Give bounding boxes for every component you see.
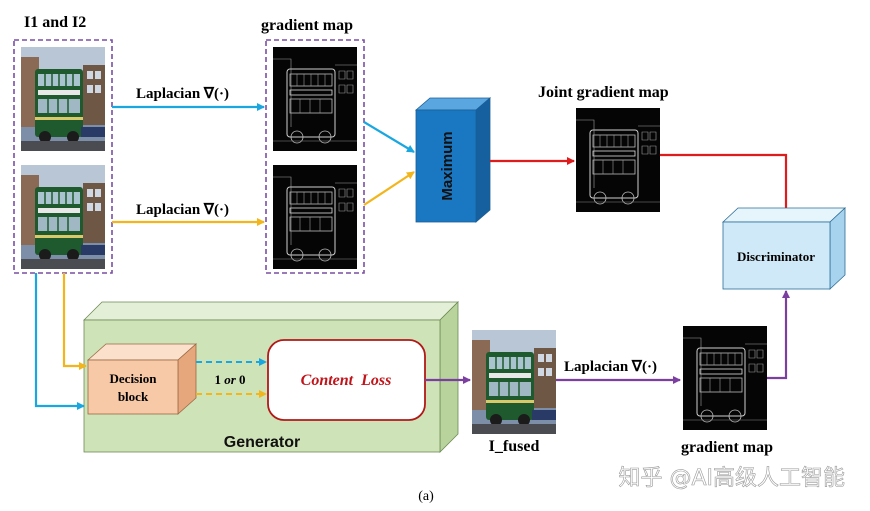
- decision-value-text: 1 or 0: [214, 372, 245, 387]
- laplacian-label-1: Laplacian ∇(·): [136, 86, 229, 102]
- decision-value-1: 1: [214, 372, 224, 387]
- gradient-to-maximum-arrow-1: [363, 121, 415, 153]
- joint-to-discriminator-arrow: [660, 153, 790, 216]
- laplacian-label-2: Laplacian ∇(·): [136, 202, 229, 218]
- inputs-label: I1 and I2: [24, 14, 86, 31]
- gradient-map-image-1: [272, 46, 358, 152]
- fused-gradient-to-discriminator-arrow: [767, 290, 790, 380]
- gradient-map-top-label: gradient map: [261, 17, 353, 34]
- input-image-2: [20, 164, 106, 270]
- maximum-label: Maximum: [439, 131, 456, 200]
- decision-value-2: 0: [236, 372, 246, 387]
- gradient-group-border: [265, 39, 365, 274]
- content-loss-label: Content Loss: [301, 372, 392, 389]
- joint-gradient-label: Joint gradient map: [538, 84, 669, 101]
- maximum-box: Maximum: [414, 97, 492, 223]
- gradient-map-image-2: [272, 164, 358, 270]
- laplacian-label-3: Laplacian ∇(·): [564, 359, 657, 375]
- watermark: 知乎 @AI高级人工智能: [618, 466, 845, 491]
- gradient-to-maximum-arrow-2: [363, 171, 415, 206]
- caption: (a): [418, 489, 434, 504]
- generator-label: Generator: [224, 434, 300, 451]
- decision-value-or: or: [224, 372, 237, 387]
- input-to-generator-arrow-blue: [34, 273, 85, 410]
- gradient-map-bottom-label: gradient map: [681, 439, 773, 456]
- fused-label: I_fused: [489, 438, 540, 455]
- input-to-decision-arrow-yellow: [62, 273, 87, 370]
- input-image-1: [20, 46, 106, 152]
- fused-gradient-map-image: [682, 325, 768, 431]
- decision-block: Decision block: [86, 343, 198, 415]
- discriminator-label: Discriminator: [737, 249, 815, 264]
- decision-block-line1: Decision: [110, 371, 158, 386]
- joint-gradient-map-image: [575, 107, 661, 213]
- decision-block-line2: block: [118, 389, 149, 404]
- fused-image: [471, 329, 557, 435]
- discriminator-box: Discriminator: [721, 207, 847, 290]
